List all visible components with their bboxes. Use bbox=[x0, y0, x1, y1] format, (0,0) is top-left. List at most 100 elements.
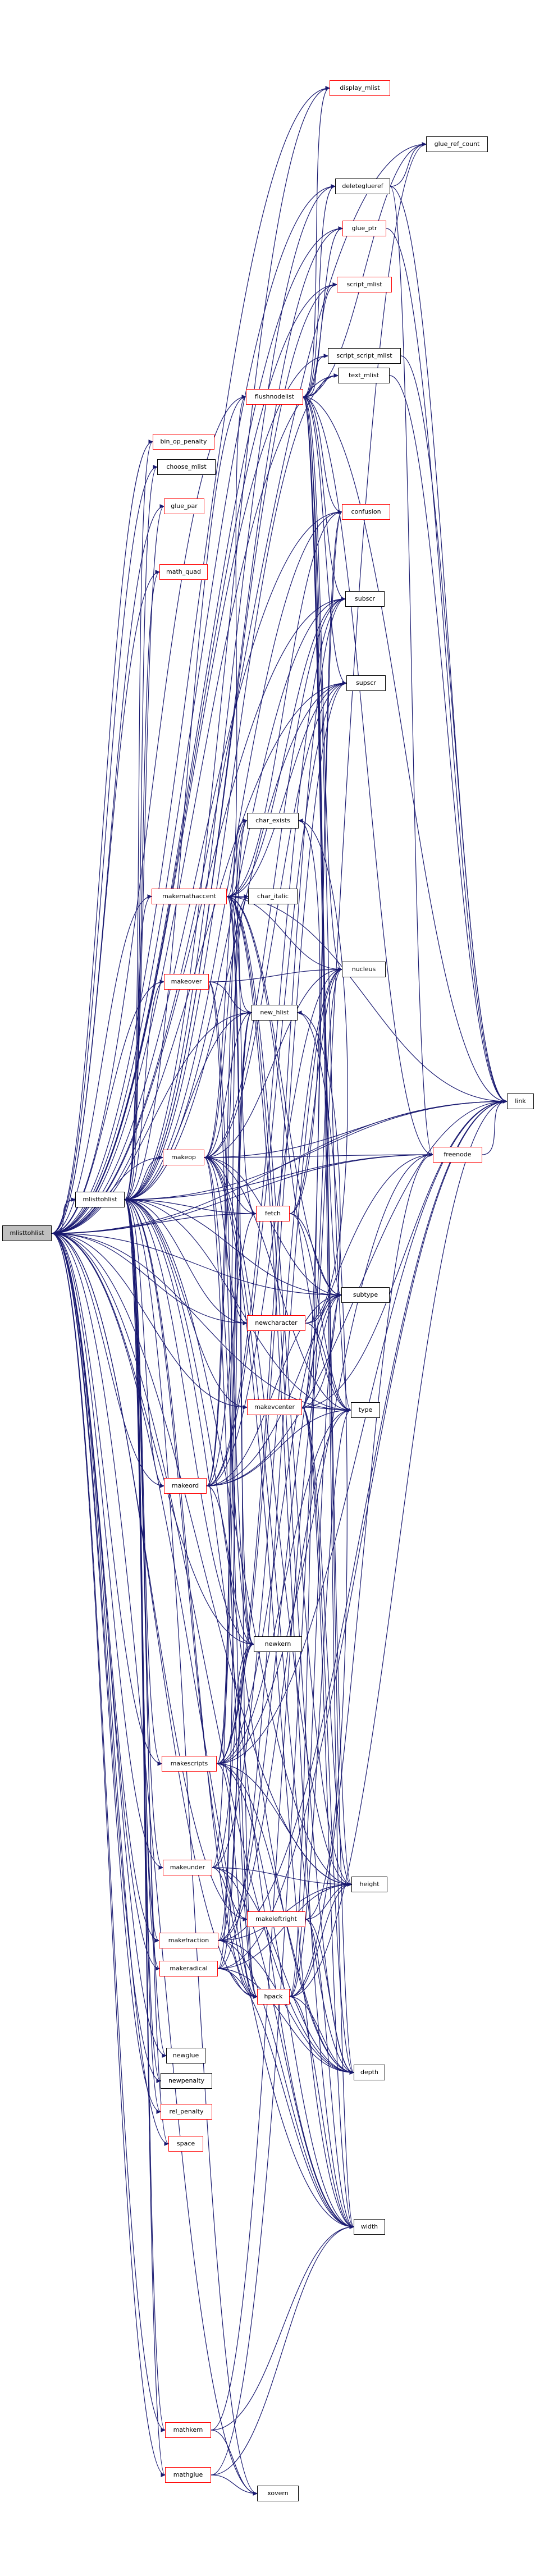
edge-makemathaccent-to-confusion bbox=[226, 512, 342, 897]
edge-makeradical-to-new-hlist bbox=[217, 1013, 252, 1969]
edge-mlisttohlist-root-to-makeunder bbox=[51, 1233, 163, 1868]
edge-mlisttohlist-to-makeleftright bbox=[124, 1199, 247, 1919]
edge-mlisttohlist-to-makemathaccent bbox=[124, 896, 152, 1200]
node-glue-par[interactable]: glue_par bbox=[164, 498, 204, 514]
edge-mlisttohlist-to-fetch bbox=[124, 1199, 256, 1214]
edge-mlisttohlist-root-to-glue-ref-count bbox=[51, 144, 426, 1234]
edge-mlisttohlist-root-to-makeover bbox=[51, 982, 164, 1234]
edge-hpack-to-type bbox=[289, 1410, 351, 1997]
edge-flushnodelist-to-confusion bbox=[303, 396, 342, 512]
edge-mlisttohlist-root-to-xovern bbox=[51, 1233, 257, 2493]
edge-makeop-to-subtype bbox=[204, 1157, 341, 1295]
edge-mlisttohlist-to-text-mlist bbox=[124, 376, 338, 1200]
edge-makeradical-to-width bbox=[217, 1968, 354, 2227]
edge-script-script-mlist-to-link bbox=[400, 355, 507, 1101]
node-makeover[interactable]: makeover bbox=[164, 974, 209, 990]
edge-mathglue-to-width bbox=[211, 2227, 354, 2476]
edge-glue-ptr-to-link bbox=[386, 228, 507, 1101]
node-display-mlist[interactable]: display_mlist bbox=[330, 80, 390, 96]
edge-makescripts-to-hpack bbox=[216, 1763, 257, 1997]
edge-mlisttohlist-to-link bbox=[124, 1101, 507, 1200]
edge-makeop-to-width bbox=[204, 1157, 354, 2227]
edge-flushnodelist-to-type bbox=[303, 396, 351, 1410]
node-script-mlist[interactable]: script_mlist bbox=[337, 277, 392, 292]
node-hpack[interactable]: hpack bbox=[257, 1989, 290, 2005]
edge-mlisttohlist-to-makeop bbox=[124, 1157, 163, 1200]
node-newcharacter[interactable]: newcharacter bbox=[247, 1315, 305, 1331]
node-space[interactable]: space bbox=[168, 2136, 203, 2152]
edge-mlisttohlist-to-choose-mlist bbox=[124, 467, 157, 1200]
node-deleteglueref: deleteglueref bbox=[335, 179, 390, 194]
edge-mathglue-to-xovern bbox=[211, 2474, 257, 2493]
edge-mlisttohlist-root-to-space bbox=[51, 1233, 168, 2144]
edge-makeop-to-height bbox=[204, 1157, 351, 1884]
node-mathglue[interactable]: mathglue bbox=[165, 2467, 211, 2483]
edge-mlisttohlist-root-to-glue-ptr bbox=[51, 228, 342, 1234]
edge-makeunder-to-newkern bbox=[212, 1644, 254, 1868]
node-mathkern[interactable]: mathkern bbox=[165, 2422, 211, 2438]
edge-makeradical-to-nucleus bbox=[217, 969, 342, 1969]
node-makevcenter[interactable]: makevcenter bbox=[247, 1399, 302, 1415]
edge-mlisttohlist-root-to-makevcenter bbox=[51, 1233, 247, 1407]
edge-makemathaccent-to-height bbox=[226, 896, 351, 1884]
node-makeradical[interactable]: makeradical bbox=[159, 1961, 218, 1976]
edge-mlisttohlist-root-to-display-mlist bbox=[51, 88, 330, 1234]
node-newpenalty: newpenalty bbox=[161, 2073, 212, 2089]
edge-mlisttohlist-root-to-depth bbox=[51, 1233, 354, 2072]
edge-mathkern-to-width bbox=[211, 2227, 354, 2431]
node-script-script-mlist: script_script_mlist bbox=[328, 348, 401, 364]
node-makeord[interactable]: makeord bbox=[164, 1478, 207, 1494]
node-glue-ptr[interactable]: glue_ptr bbox=[342, 221, 386, 236]
node-char-exists: char_exists bbox=[247, 813, 299, 829]
edge-hpack-to-freenode bbox=[289, 1155, 433, 1997]
edge-mlisttohlist-to-newkern bbox=[124, 1199, 254, 1644]
edge-makescripts-to-link bbox=[216, 1101, 507, 1764]
edge-hpack-to-depth bbox=[289, 1996, 354, 2072]
node-makeunder[interactable]: makeunder bbox=[163, 1860, 212, 1875]
edge-mlisttohlist-root-to-bin-op-penalty bbox=[51, 442, 153, 1234]
edge-flushnodelist-to-supscr bbox=[303, 396, 346, 683]
node-makemathaccent[interactable]: makemathaccent bbox=[152, 889, 227, 904]
node-freenode[interactable]: freenode bbox=[433, 1147, 482, 1163]
edge-mlisttohlist-root-to-math-quad bbox=[51, 572, 159, 1234]
edge-mlisttohlist-to-mathglue bbox=[124, 1199, 165, 2475]
edge-makeord-to-char-italic bbox=[206, 896, 248, 1486]
edge-flushnodelist-to-subscr bbox=[303, 396, 345, 599]
edge-makemathaccent-to-flushnodelist bbox=[226, 397, 246, 897]
edge-makeop-to-link bbox=[204, 1101, 507, 1158]
edge-newcharacter-to-type bbox=[305, 1323, 351, 1410]
node-bin-op-penalty[interactable]: bin_op_penalty bbox=[153, 434, 214, 450]
node-makescripts[interactable]: makescripts bbox=[162, 1756, 217, 1772]
edge-makemathaccent-to-link bbox=[226, 896, 507, 1101]
edge-mlisttohlist-to-space bbox=[124, 1199, 168, 2144]
node-glue-ref-count: glue_ref_count bbox=[426, 136, 488, 152]
edge-mlisttohlist-root-to-text-mlist bbox=[51, 376, 338, 1234]
node-subscr: subscr bbox=[345, 591, 385, 607]
node-math-quad[interactable]: math_quad bbox=[159, 564, 208, 580]
node-fetch[interactable]: fetch bbox=[256, 1206, 290, 1221]
edge-flushnodelist-to-text-mlist bbox=[303, 376, 338, 397]
edge-makeop-to-new-hlist bbox=[204, 1013, 252, 1158]
edge-makescripts-to-supscr bbox=[216, 683, 346, 1764]
edge-mlisttohlist-root-to-fetch bbox=[51, 1214, 256, 1234]
node-makefraction[interactable]: makefraction bbox=[159, 1933, 218, 1948]
node-confusion[interactable]: confusion bbox=[342, 504, 390, 520]
edge-mlisttohlist-to-math-quad bbox=[124, 572, 159, 1200]
edge-makemathaccent-to-hpack bbox=[226, 896, 257, 1997]
node-newglue: newglue bbox=[166, 2048, 205, 2063]
edge-makeleftright-to-depth bbox=[305, 1919, 354, 2072]
edge-makefraction-to-hpack bbox=[218, 1940, 257, 1997]
node-xovern: xovern bbox=[257, 2486, 299, 2501]
node-flushnodelist[interactable]: flushnodelist bbox=[246, 389, 303, 405]
edge-mlisttohlist-to-makescripts bbox=[124, 1199, 162, 1764]
node-text-mlist: text_mlist bbox=[338, 368, 390, 383]
edge-flushnodelist-to-glue-ptr bbox=[303, 228, 342, 397]
node-makeleftright[interactable]: makeleftright bbox=[247, 1911, 305, 1927]
node-newkern: newkern bbox=[254, 1636, 302, 1652]
node-makeop[interactable]: makeop bbox=[163, 1150, 204, 1165]
node-new-hlist: new_hlist bbox=[252, 1005, 298, 1021]
node-rel-penalty[interactable]: rel_penalty bbox=[161, 2104, 212, 2120]
node-supscr: supscr bbox=[346, 675, 386, 691]
edge-freenode-to-link bbox=[482, 1101, 507, 1155]
